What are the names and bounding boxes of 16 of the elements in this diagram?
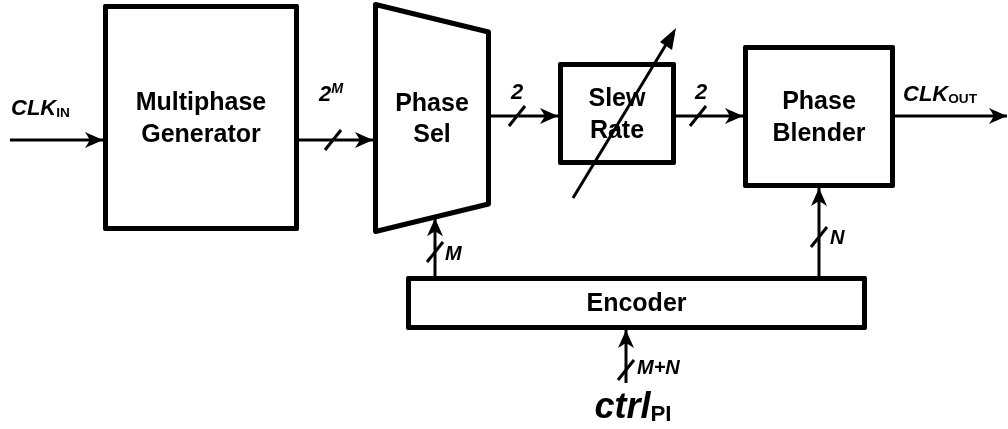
signal-arrow [10,132,103,148]
signal-label: ctrl$_{PI}$ [594,383,672,428]
block-box [406,276,867,330]
block-label: Phase Blender [771,85,867,148]
signal-arrow [676,108,743,124]
signal-arrow [427,218,443,276]
block-label: Multiphase Generator [134,86,268,149]
block-label: Encoder [586,287,687,319]
block-box [743,45,895,188]
signal-arrow [811,188,827,276]
block-box [103,4,299,231]
block-label: Phase Sel [394,86,470,149]
signal-arrow [299,132,373,148]
block-box [558,62,676,165]
signal-arrow [491,108,558,124]
signal-arrow [895,108,1007,124]
